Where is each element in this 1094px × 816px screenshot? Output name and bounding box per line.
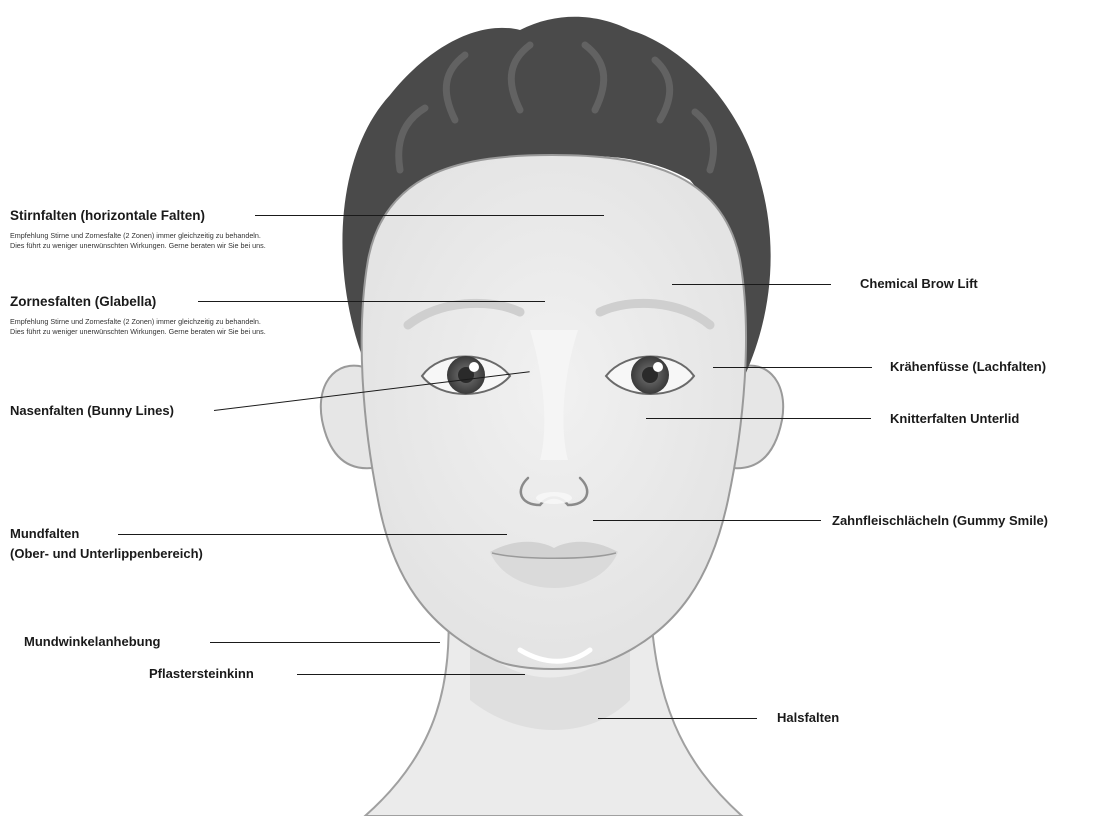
line-kraehenfuesse [713,367,872,368]
line-zornesfalten [198,301,545,302]
line-mundfalten [118,534,507,535]
label-zahnfleischlaecheln[interactable]: Zahnfleischlächeln (Gummy Smile) [832,512,1048,529]
line-knitterfalten [646,418,871,419]
line-zahnfleisch [593,520,821,521]
label-mundwinkelanhebung[interactable]: Mundwinkelanhebung [24,633,161,650]
label-nasenfalten[interactable]: Nasenfalten (Bunny Lines) [10,402,174,419]
note-stirnfalten: Empfehlung Stirne und Zornesfalte (2 Zon… [10,231,272,250]
label-mundfalten[interactable]: Mundfalten [10,525,79,542]
line-chemical-brow-lift [672,284,831,285]
label-halsfalten[interactable]: Halsfalten [777,709,839,726]
label-zornesfalten[interactable]: Zornesfalten (Glabella) [10,293,156,310]
label-kraehenfuesse[interactable]: Krähenfüsse (Lachfalten) [890,358,1046,375]
line-stirnfalten [255,215,604,216]
label-stirnfalten[interactable]: Stirnfalten (horizontale Falten) [10,207,205,224]
label-pflastersteinkinn[interactable]: Pflastersteinkinn [149,665,254,682]
label-mundfalten-sub: (Ober- und Unterlippenbereich) [10,545,203,562]
label-knitterfalten[interactable]: Knitterfalten Unterlid [890,410,1019,427]
line-pflastersteinkinn [297,674,525,675]
note-zornesfalten: Empfehlung Stirne und Zornesfalte (2 Zon… [10,317,272,336]
line-halsfalten [598,718,757,719]
line-mundwinkel [210,642,440,643]
label-chemical-brow-lift[interactable]: Chemical Brow Lift [860,275,978,292]
